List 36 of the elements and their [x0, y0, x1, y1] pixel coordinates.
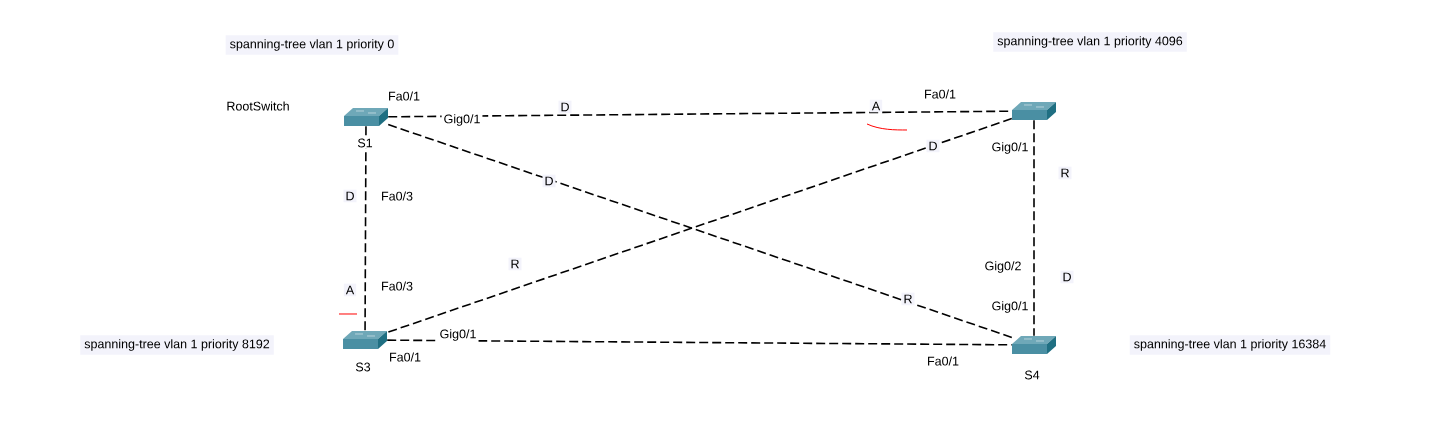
switch-name: S3	[354, 361, 372, 373]
port-label: Fa0/1	[387, 350, 423, 364]
switch-name: S1	[356, 137, 374, 149]
priority-note: spanning-tree vlan 1 priority 0	[225, 35, 399, 55]
switch-icon	[343, 331, 387, 349]
link-line	[1033, 119, 1035, 337]
switch-name: S4	[1023, 369, 1041, 381]
priority-note: spanning-tree vlan 1 priority 16384	[1129, 335, 1331, 355]
port-label: Gig0/1	[989, 299, 1031, 315]
port-label: Gig0/1	[437, 327, 479, 343]
port-role: D	[558, 100, 572, 114]
port-label: Fa0/1	[925, 354, 961, 368]
switch-icon	[1012, 336, 1056, 354]
port-label: Fa0/1	[386, 89, 422, 103]
port-label: Fa0/3	[379, 189, 415, 203]
port-role: R	[1058, 166, 1072, 180]
port-role: R	[901, 292, 915, 306]
link-line	[364, 125, 367, 332]
switch-icon	[1012, 102, 1056, 120]
switch-role: RootSwitch	[224, 99, 292, 113]
port-role: R	[508, 257, 522, 271]
port-role: D	[1060, 270, 1074, 284]
port-label: Gig0/2	[982, 259, 1024, 275]
port-role: D	[343, 189, 357, 203]
link-line	[386, 339, 1013, 346]
port-label: Gig0/1	[441, 112, 483, 128]
port-label: Fa0/3	[379, 279, 415, 293]
port-role: A	[343, 283, 357, 297]
switch-icon	[344, 108, 388, 126]
port-label: Gig0/1	[989, 140, 1031, 156]
priority-note: spanning-tree vlan 1 priority 4096	[993, 32, 1187, 52]
port-label: Fa0/1	[922, 87, 958, 101]
port-role: D	[926, 139, 940, 153]
port-role: D	[542, 174, 556, 188]
port-role: A	[869, 99, 883, 113]
priority-note: spanning-tree vlan 1 priority 8192	[80, 335, 274, 355]
